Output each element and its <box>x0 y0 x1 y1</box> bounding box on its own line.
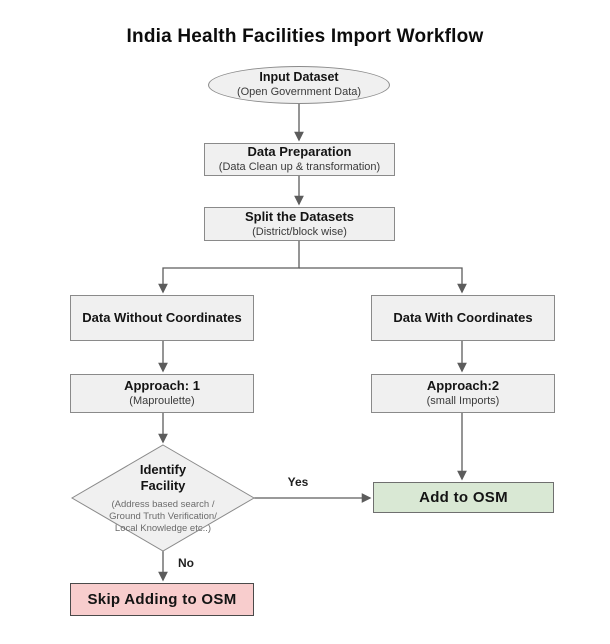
node-approach-2-sublabel: (small Imports) <box>426 395 500 408</box>
node-data-with-coordinates: Data With Coordinates <box>371 295 555 341</box>
node-skip-adding-to-osm: Skip Adding to OSM <box>70 583 254 616</box>
node-split-datasets-sublabel: (District/block wise) <box>252 225 347 238</box>
node-approach-2-label: Approach:2 <box>426 378 500 394</box>
node-identify-facility-sublabel: (Address based search / Ground Truth Ver… <box>109 498 217 535</box>
edge-label-no: No <box>178 556 194 570</box>
node-data-preparation-label: Data Preparation <box>247 144 352 160</box>
node-identify-facility-label: Identify Facility <box>139 462 187 494</box>
node-approach-2: Approach:2 (small Imports) <box>371 374 555 413</box>
node-input-dataset-sublabel: (Open Government Data) <box>236 85 362 98</box>
node-data-without-coordinates: Data Without Coordinates <box>70 295 254 341</box>
node-add-to-osm-label: Add to OSM <box>419 488 508 506</box>
node-data-preparation: Data Preparation (Data Clean up & transf… <box>204 143 395 176</box>
page-title: India Health Facilities Import Workflow <box>126 26 484 47</box>
node-approach-1-label: Approach: 1 <box>124 378 200 394</box>
edge-label-yes: Yes <box>287 475 309 489</box>
node-skip-adding-to-osm-label: Skip Adding to OSM <box>87 590 237 608</box>
edge-split-to-with-coordinates <box>299 267 467 294</box>
node-split-datasets: Split the Datasets (District/block wise) <box>204 207 395 241</box>
node-split-datasets-label: Split the Datasets <box>244 208 355 224</box>
node-data-without-coordinates-label: Data Without Coordinates <box>82 309 242 325</box>
node-input-dataset-label: Input Dataset <box>259 70 339 85</box>
node-data-with-coordinates-label: Data With Coordinates <box>393 309 533 325</box>
identify-facility-diamond-shape <box>71 444 255 552</box>
node-add-to-osm: Add to OSM <box>373 482 554 513</box>
node-identify-facility: Identify Facility (Address based search … <box>84 453 242 545</box>
node-approach-1: Approach: 1 (Maproulette) <box>70 374 254 413</box>
node-input-dataset: Input Dataset (Open Government Data) <box>208 66 390 104</box>
edge-split-to-without-coordinates <box>158 241 300 294</box>
node-data-preparation-sublabel: (Data Clean up & transformation) <box>218 161 381 174</box>
node-approach-1-sublabel: (Maproulette) <box>129 395 195 408</box>
